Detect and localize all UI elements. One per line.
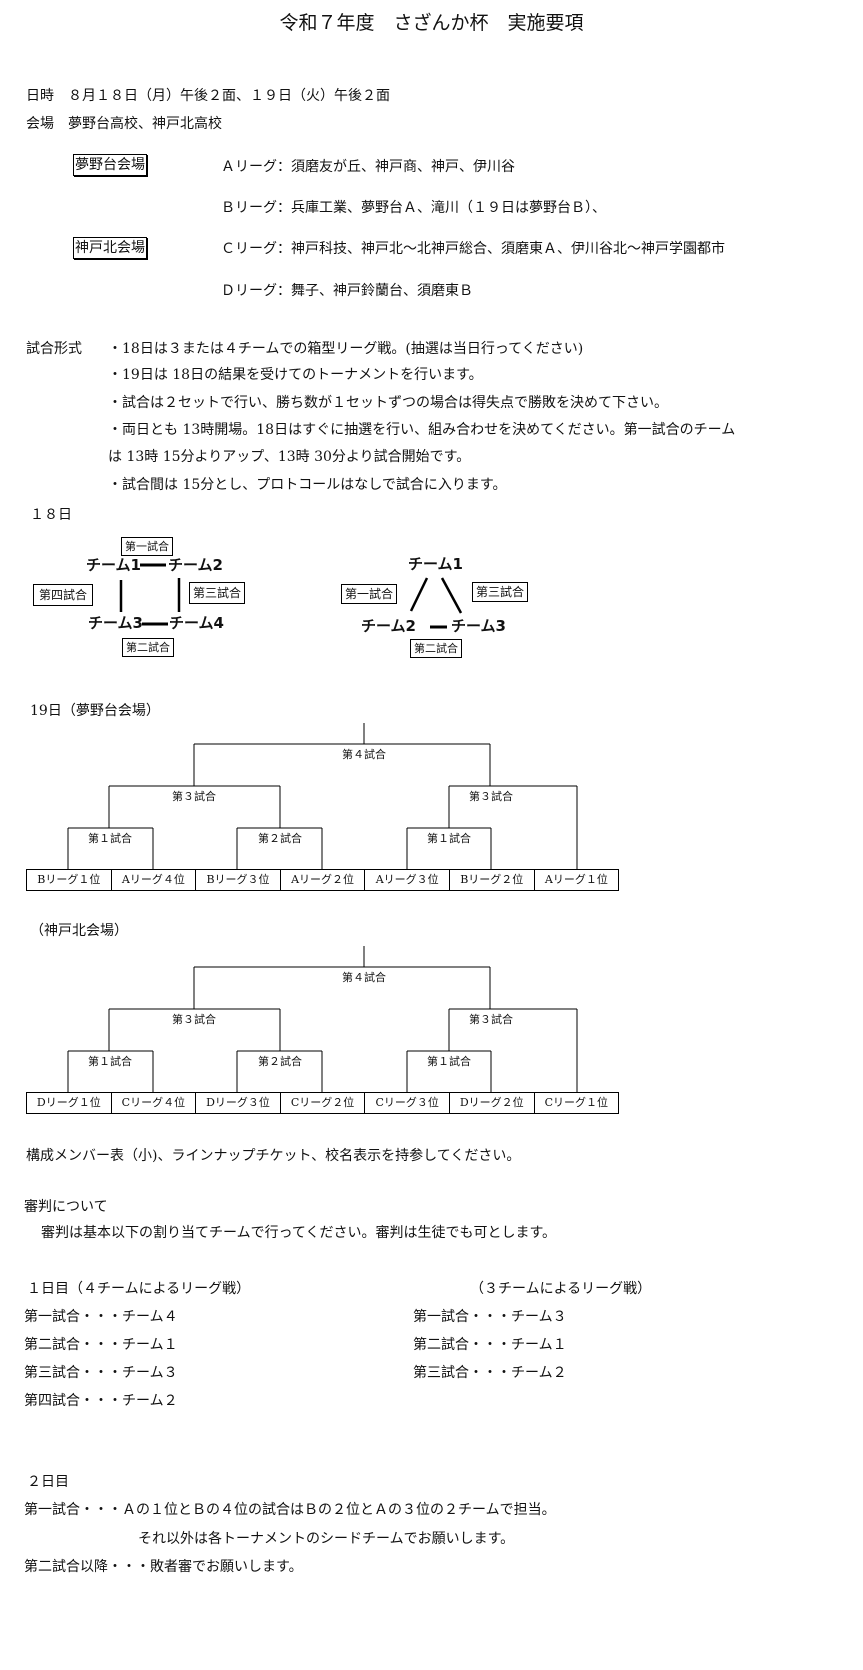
final-label: 第４試合 bbox=[342, 748, 386, 761]
referee-day1-item: 第四試合・・・チーム２ bbox=[24, 1393, 178, 1409]
bracket-yumeno: 第４試合 第３試合 第３試合 第１試合 第２試合 第１試合 Bリーグ１位 Aリー… bbox=[0, 723, 863, 893]
format-line: ・試合は２セットで行い、勝ち数が１セットずつの場合は得失点で勝敗を決めて下さい。 bbox=[108, 395, 668, 411]
seed-cell: Aリーグ２位 bbox=[281, 870, 366, 890]
r1-label: 第２試合 bbox=[258, 1055, 302, 1068]
bring-note: 構成メンバー表（小)、ラインナップチケット、校名表示を持参してください。 bbox=[26, 1148, 521, 1164]
venue-box-yumeno: 夢野台会場 bbox=[73, 154, 147, 176]
referee-day2-line: それ以外は各トーナメントのシードチームでお願いします。 bbox=[138, 1531, 515, 1547]
semi-right-label: 第３試合 bbox=[469, 790, 513, 803]
format-line: ・両日とも 13時開場。18日はすぐに抽選を行い、組み合わせを決めてください。第… bbox=[108, 422, 736, 438]
referee-day2-heading: ２日目 bbox=[27, 1474, 69, 1490]
seed-cell: Bリーグ１位 bbox=[27, 870, 112, 890]
team3-label: チーム3 bbox=[88, 614, 143, 632]
seed-cell: Aリーグ３位 bbox=[365, 870, 450, 890]
referee-day2-line: 第二試合以降・・・敗者審でお願いします。 bbox=[24, 1559, 303, 1575]
game3-box: 第三試合 bbox=[472, 582, 529, 602]
format-line: ・試合間は 15分とし、プロトコールはなしで試合に入ります。 bbox=[108, 477, 507, 493]
game3-box: 第三試合 bbox=[189, 582, 246, 604]
league-c: Ｃリーグ：神戸科技、神戸北～北神戸総合、須磨東Ａ、伊川谷北～神戸学園都市 bbox=[221, 241, 725, 257]
seed-cell: Aリーグ１位 bbox=[544, 873, 608, 886]
format-label: 試合形式 bbox=[26, 341, 82, 357]
r1-label: 第１試合 bbox=[427, 1055, 471, 1068]
page-title: 令和７年度 さざんか杯 実施要項 bbox=[279, 12, 584, 34]
referee-heading: 審判について bbox=[24, 1199, 108, 1215]
referee-intro: 審判は基本以下の割り当てチームで行ってください。審判は生徒でも可とします。 bbox=[41, 1225, 557, 1241]
referee-day1-item: 第二試合・・・チーム１ bbox=[24, 1337, 178, 1353]
semi-right-label: 第３試合 bbox=[469, 1013, 513, 1026]
seed-cell: Cリーグ２位 bbox=[281, 1093, 366, 1113]
referee-day1-item: 第三試合・・・チーム３ bbox=[24, 1365, 178, 1381]
r1-label: 第２試合 bbox=[258, 832, 302, 845]
final-label: 第４試合 bbox=[342, 971, 386, 984]
referee-day1-three-item: 第三試合・・・チーム２ bbox=[413, 1365, 567, 1381]
referee-day1-item: 第一試合・・・チーム４ bbox=[24, 1309, 178, 1325]
team1-label: チーム1 bbox=[408, 555, 463, 573]
bracket-lines bbox=[67, 946, 578, 1092]
seed-cell: Dリーグ１位 bbox=[27, 1093, 112, 1113]
seed-cell: Cリーグ３位 bbox=[365, 1093, 450, 1113]
seed-cell: Bリーグ３位 bbox=[196, 870, 281, 890]
r1-label: 第１試合 bbox=[427, 832, 471, 845]
league-a: Ａリーグ：須磨友が丘、神戸商、神戸、伊川谷 bbox=[221, 159, 515, 175]
r1-label: 第１試合 bbox=[88, 832, 132, 845]
semi-left-label: 第３試合 bbox=[172, 790, 216, 803]
team2-label: チーム2 bbox=[361, 617, 416, 635]
r1-label: 第１試合 bbox=[88, 1055, 132, 1068]
seed-cell: Dリーグ２位 bbox=[450, 1093, 535, 1113]
team1-label: チーム1 bbox=[86, 556, 141, 574]
game1-box: 第一試合 bbox=[121, 537, 173, 556]
venue-box-kobekita: 神戸北会場 bbox=[73, 237, 147, 259]
format-line: ・18日は３または４チームでの箱型リーグ戦。(抽選は当日行ってください) bbox=[108, 341, 584, 357]
team2-label: チーム2 bbox=[168, 556, 223, 574]
semi-left-label: 第３試合 bbox=[172, 1013, 216, 1026]
seed-cell: Dリーグ３位 bbox=[196, 1093, 281, 1113]
date-line: 日時 ８月１８日（月）午後２面、１９日（火）午後２面 bbox=[26, 88, 390, 104]
day19-kobekita-heading: （神戸北会場） bbox=[30, 923, 128, 939]
referee-day1-three-heading: （３チームによるリーグ戦） bbox=[470, 1281, 652, 1297]
venue-line: 会場 夢野台高校、神戸北高校 bbox=[26, 116, 222, 132]
day18-heading: １８日 bbox=[30, 507, 72, 523]
seed-cell: Cリーグ１位 bbox=[544, 1096, 609, 1109]
format-line: は 13時 15分よりアップ、13時 30分より試合開始です。 bbox=[108, 449, 471, 465]
bracket-lines bbox=[67, 723, 578, 869]
game2-box: 第二試合 bbox=[410, 639, 462, 658]
seed-cell: Aリーグ４位 bbox=[112, 870, 197, 890]
seed-cell: Cリーグ４位 bbox=[112, 1093, 197, 1113]
team3-label: チーム3 bbox=[451, 617, 506, 635]
referee-day1-three-item: 第二試合・・・チーム１ bbox=[413, 1337, 567, 1353]
seed-row: Dリーグ１位 Cリーグ４位 Dリーグ３位 Cリーグ２位 Cリーグ３位 Dリーグ２… bbox=[26, 1092, 620, 1114]
four-team-lines bbox=[119, 563, 463, 629]
seed-cell: Bリーグ２位 bbox=[450, 870, 535, 890]
game2-box: 第二試合 bbox=[122, 638, 174, 657]
game1-box: 第一試合 bbox=[341, 584, 398, 604]
game4-box: 第四試合 bbox=[33, 584, 94, 606]
league-d: Ｄリーグ：舞子、神戸鈴蘭台、須磨東Ｂ bbox=[221, 283, 473, 299]
referee-day1-three-item: 第一試合・・・チーム３ bbox=[413, 1309, 567, 1325]
team4-label: チーム4 bbox=[169, 614, 224, 632]
bracket-kobekita: 第４試合 第３試合 第３試合 第１試合 第２試合 第１試合 Dリーグ１位 Cリー… bbox=[0, 946, 863, 1116]
format-line: ・19日は 18日の結果を受けてのトーナメントを行います。 bbox=[108, 367, 483, 383]
league-b: Ｂリーグ：兵庫工業、夢野台Ａ、滝川（１９日は夢野台Ｂ）、 bbox=[221, 200, 606, 216]
referee-day1-heading: １日目（４チームによるリーグ戦） bbox=[27, 1281, 251, 1297]
referee-day2-line: 第一試合・・・Ａの１位とＢの４位の試合はＢの２位とＡの３位の２チームで担当。 bbox=[24, 1502, 556, 1518]
seed-row: Bリーグ１位 Aリーグ４位 Bリーグ３位 Aリーグ２位 Aリーグ３位 Bリーグ２… bbox=[26, 869, 620, 891]
day19-yumeno-heading: 19日（夢野台会場） bbox=[30, 703, 160, 719]
